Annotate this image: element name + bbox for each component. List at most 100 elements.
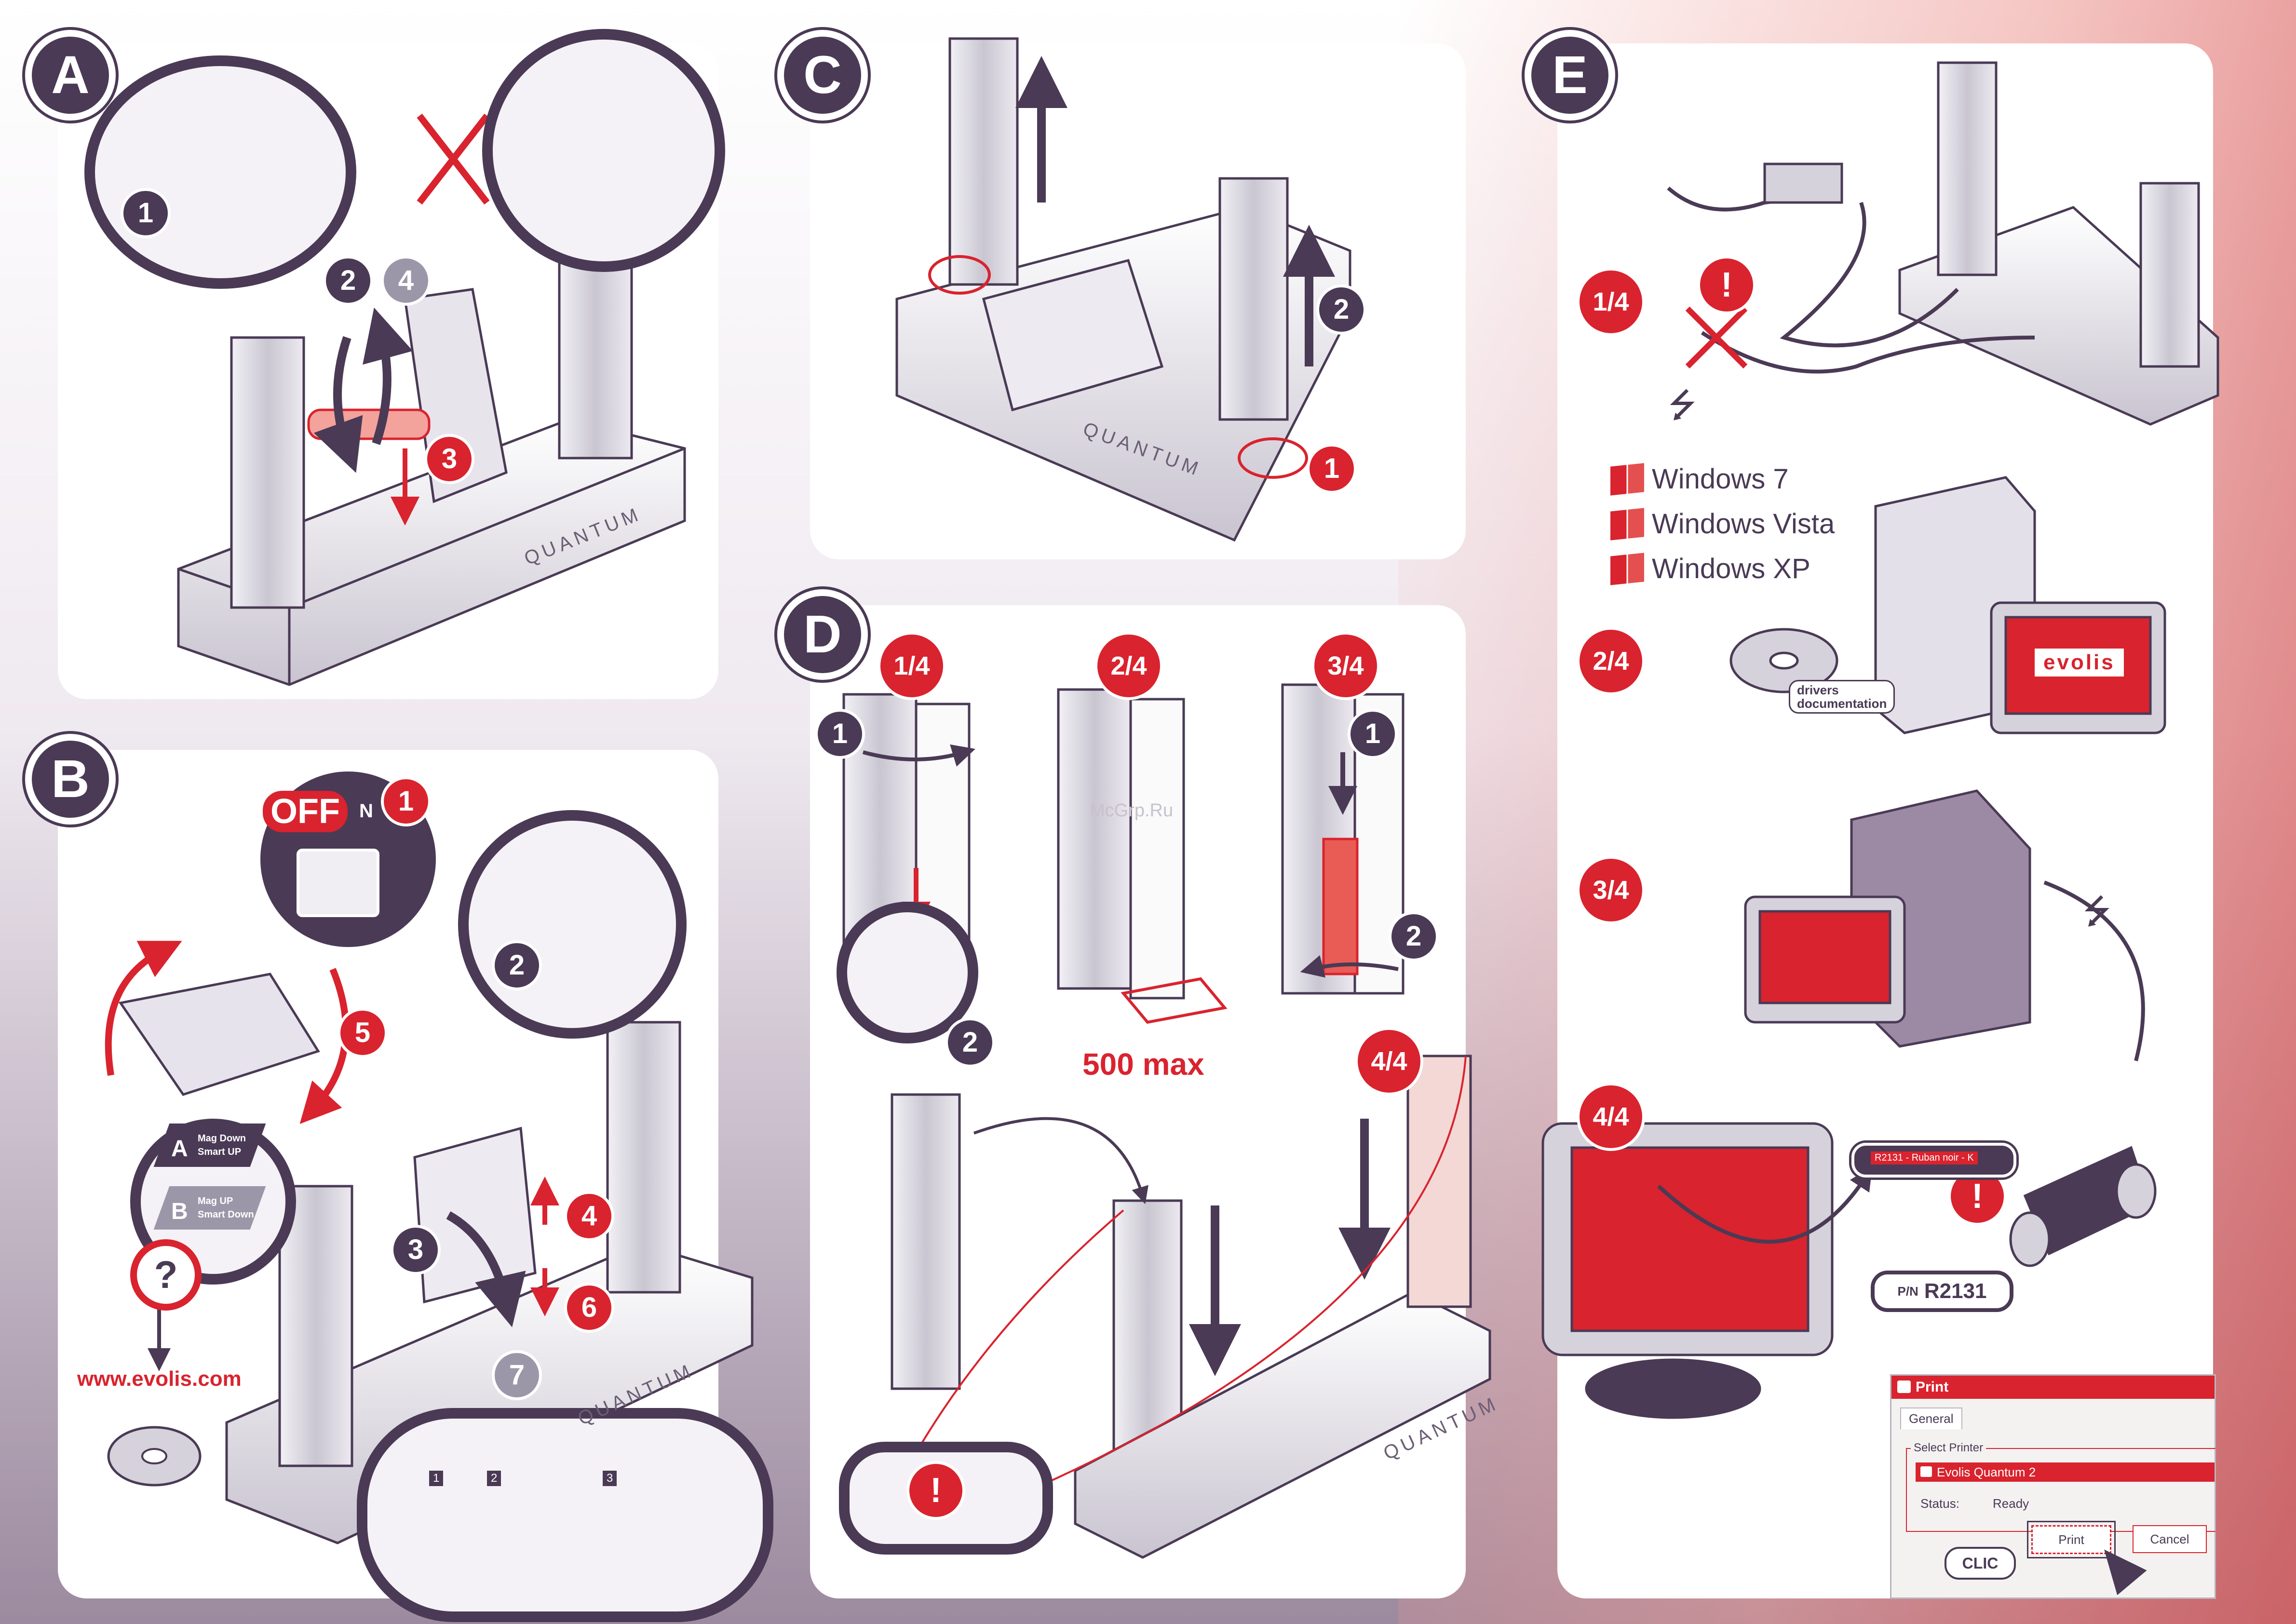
status-value: Ready xyxy=(1993,1496,2029,1511)
evolis-screen-logo: evolis xyxy=(2035,649,2124,677)
status-label: Status: xyxy=(1920,1496,1959,1511)
ribbon-label-text: R2131 - Ruban noir - K xyxy=(1871,1151,1978,1164)
power-switch[interactable] xyxy=(297,849,379,917)
step-e-1-4: 1/4 xyxy=(1577,268,1645,336)
printer-b xyxy=(118,973,754,1544)
os-item-win7: Windows 7 xyxy=(1610,462,1835,496)
step-b-6: 6 xyxy=(564,1283,614,1333)
watermark: McGrp.Ru xyxy=(1090,800,1174,821)
section-letter-d: D xyxy=(777,589,868,680)
strip-step-2: 2 xyxy=(487,1471,501,1486)
warning-icon-d: ! xyxy=(906,1461,965,1520)
os-label-win7: Windows 7 xyxy=(1652,463,1789,495)
capacity-label: 500 max xyxy=(1082,1047,1204,1082)
power-adapter xyxy=(1763,162,1843,204)
zoom-ribbon-a xyxy=(482,29,725,272)
section-letter-a: A xyxy=(25,30,116,121)
step-e-3-4: 3/4 xyxy=(1577,856,1645,924)
clic-badge: CLIC xyxy=(1945,1547,2016,1580)
card-a-text2: Smart UP xyxy=(198,1147,242,1157)
print-dialog: Print General Select Printer Evolis Quan… xyxy=(1890,1374,2216,1599)
card-a-text1: Mag Down xyxy=(198,1133,246,1144)
os-list: Windows 7 Windows Vista Windows XP xyxy=(1610,462,1835,585)
printer-c-arrows xyxy=(1015,56,1335,366)
step-d-sub-2a: 2 xyxy=(945,1017,995,1068)
usb-icon-2: ⭍ xyxy=(2083,893,2111,930)
step-d-sub-1b: 1 xyxy=(1348,709,1398,759)
zoom-lid-b xyxy=(458,810,687,1039)
printer-d-arrows xyxy=(862,744,1467,1486)
printer-icon xyxy=(1897,1380,1911,1393)
printer-small-icon xyxy=(1920,1466,1932,1477)
latch-highlight-c1 xyxy=(928,255,991,295)
step-d-2-4: 2/4 xyxy=(1094,632,1163,700)
printer-c xyxy=(895,37,1351,542)
card-a-letter: A xyxy=(171,1136,188,1162)
step-b-5: 5 xyxy=(338,1008,388,1058)
step-e-4-4: 4/4 xyxy=(1577,1083,1645,1151)
cd-label-line2: documentation xyxy=(1797,696,1887,711)
website-link[interactable]: www.evolis.com xyxy=(77,1367,242,1391)
step-a-4: 4 xyxy=(381,256,431,306)
printer-selected[interactable]: Evolis Quantum 2 xyxy=(1916,1462,2215,1482)
zoom-cleaning-b xyxy=(357,1408,773,1622)
power-switch-off-label: OFF xyxy=(263,791,348,832)
usb-icon-1: ⭍ xyxy=(1668,386,1697,424)
step-b-7: 7 xyxy=(492,1350,542,1400)
step-a-1: 1 xyxy=(121,188,171,238)
card-a-badge xyxy=(153,1123,266,1167)
card-b-badge xyxy=(153,1186,266,1230)
print-button[interactable]: Print xyxy=(2027,1521,2116,1558)
computer-e4 xyxy=(1541,1122,1834,1419)
step-c-1: 1 xyxy=(1307,444,1357,494)
step-e-2-4: 2/4 xyxy=(1577,627,1645,695)
step-d-4-4: 4/4 xyxy=(1355,1027,1423,1096)
print-dialog-title: Print xyxy=(1916,1379,1949,1395)
printer-name: Evolis Quantum 2 xyxy=(1937,1465,2036,1479)
power-switch-on-label: N xyxy=(359,800,373,822)
no-hand-icon xyxy=(417,113,490,205)
section-letter-c: C xyxy=(777,30,868,121)
step-d-sub-2b: 2 xyxy=(1389,911,1439,961)
step-b-1: 1 xyxy=(381,776,431,826)
section-letter-b: B xyxy=(25,734,116,825)
section-letter-e: E xyxy=(1525,30,1615,121)
windows-flag-icon xyxy=(1610,462,1644,496)
usb-cross xyxy=(1685,306,1748,369)
cd-label-line1: drivers xyxy=(1797,683,1839,697)
printer-a xyxy=(177,206,686,686)
printer-a-arrows xyxy=(313,307,419,526)
warning-icon-e1: ! xyxy=(1697,256,1756,314)
computer-e3 xyxy=(1744,789,2145,1062)
os-item-xp: Windows XP xyxy=(1610,552,1835,585)
cancel-button[interactable]: Cancel xyxy=(2133,1525,2207,1553)
zoom-button-a xyxy=(84,55,356,289)
card-b-letter: B xyxy=(171,1199,188,1224)
cd-label: drivers documentation xyxy=(1789,680,1895,714)
part-number: R2131 xyxy=(1924,1279,1987,1303)
ribbon-arrow xyxy=(1657,1166,1873,1244)
step-b-4: 4 xyxy=(564,1191,614,1241)
part-prefix: P/N xyxy=(1897,1284,1918,1299)
step-a-3: 3 xyxy=(424,434,474,484)
power-cable xyxy=(1667,186,2035,374)
step-d-3-4: 3/4 xyxy=(1311,632,1380,700)
card-slot-highlight-d xyxy=(1121,977,1228,1024)
select-printer-label: Select Printer xyxy=(1911,1441,1986,1455)
print-dialog-titlebar: Print xyxy=(1891,1376,2215,1399)
strip-step-1: 1 xyxy=(429,1471,444,1486)
os-item-vista: Windows Vista xyxy=(1610,507,1835,541)
step-c-2: 2 xyxy=(1316,284,1366,335)
feeder-d4 xyxy=(891,1093,1183,1482)
os-label-vista: Windows Vista xyxy=(1652,508,1835,540)
cd-icon-b xyxy=(107,1426,202,1487)
card-b-text1: Mag UP xyxy=(198,1196,233,1206)
strip-step-3: 3 xyxy=(603,1471,617,1486)
step-a-2: 2 xyxy=(323,256,373,306)
tab-general[interactable]: General xyxy=(1900,1407,1962,1429)
step-b-3: 3 xyxy=(391,1225,441,1275)
ribbon-cartridge xyxy=(2009,1146,2157,1267)
printer-e xyxy=(1898,61,2219,426)
windows-flag-icon xyxy=(1610,552,1644,585)
